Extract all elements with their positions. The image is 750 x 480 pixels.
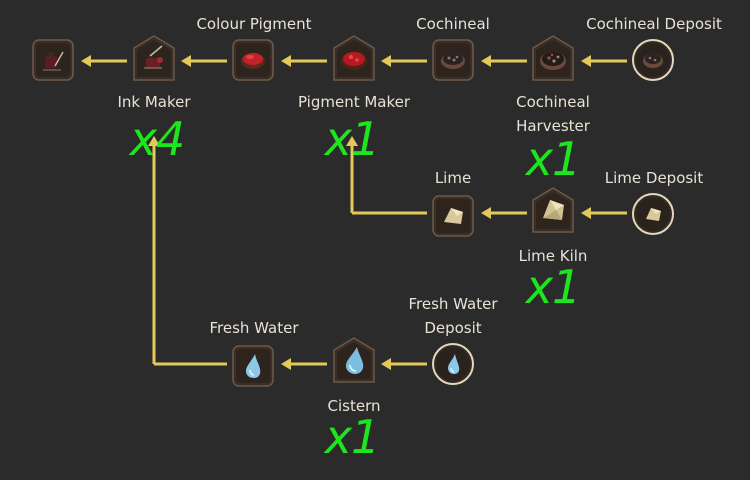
node-cochineal-deposit[interactable] <box>631 36 675 84</box>
pigment-maker-icon <box>333 35 375 81</box>
label-fresh-water: Fresh Water <box>209 319 299 337</box>
multiplier-pigment-maker: x1 <box>324 112 380 166</box>
label-cochineal-deposit: Cochineal Deposit <box>586 15 722 33</box>
label-cochineal-harvester-line1: Cochineal <box>516 93 590 111</box>
cochineal-deposit-icon <box>632 39 674 81</box>
label-pigment-maker: Pigment Maker <box>297 93 411 111</box>
label-lime-deposit: Lime Deposit <box>604 169 704 187</box>
node-pigment-maker[interactable] <box>332 34 376 82</box>
arrow-kiln-to-lime-head <box>481 207 491 219</box>
node-ink[interactable] <box>31 36 75 84</box>
label-cistern: Cistern <box>327 397 381 415</box>
label-lime: Lime <box>434 169 472 187</box>
multiplier-cistern: x1 <box>324 410 380 464</box>
label-fresh-water-deposit: Fresh Water Deposit <box>408 292 497 340</box>
arrow-colour-pigment-to-ink-maker-head <box>181 55 191 67</box>
label-lime-kiln: Lime Kiln <box>518 247 588 265</box>
cistern-icon <box>333 337 375 383</box>
arrow-lime-to-pigment-maker-head <box>346 136 358 146</box>
lime-icon <box>432 195 474 237</box>
node-lime-deposit[interactable] <box>631 190 675 238</box>
node-cochineal-harvester[interactable] <box>531 34 575 82</box>
arrow-water-deposit-to-cistern-head <box>381 358 391 370</box>
node-ink-maker[interactable] <box>132 34 176 82</box>
arrow-fresh-water-to-ink-maker-head <box>148 136 160 146</box>
node-colour-pigment[interactable] <box>231 36 275 84</box>
lime-deposit-icon <box>632 193 674 235</box>
label-colour-pigment: Colour Pigment <box>196 15 312 33</box>
ink-bottle-icon <box>32 39 74 81</box>
node-lime-kiln[interactable] <box>531 186 575 234</box>
label-cochineal-harvester-line2: Harvester <box>516 117 590 135</box>
arrow-cistern-to-fresh-water-head <box>281 358 291 370</box>
node-fresh-water-deposit[interactable] <box>431 340 475 388</box>
label-cochineal: Cochineal <box>416 15 490 33</box>
node-cistern[interactable] <box>332 336 376 384</box>
label-ink-maker: Ink Maker <box>117 93 191 111</box>
label-cochineal-harvester: Cochineal Harvester <box>516 90 590 138</box>
label-fresh-water-deposit-line1: Fresh Water <box>408 295 498 313</box>
node-cochineal[interactable] <box>431 36 475 84</box>
arrow-cochineal-to-pigment-maker-head <box>381 55 391 67</box>
node-fresh-water[interactable] <box>231 342 275 390</box>
red-pigment-bowl-icon <box>232 39 274 81</box>
ink-maker-icon <box>133 35 175 81</box>
arrow-pigment-maker-to-colour-pigment-head <box>281 55 291 67</box>
fresh-water-deposit-icon <box>432 343 474 385</box>
water-drop-icon <box>232 345 274 387</box>
label-fresh-water-deposit-line2: Deposit <box>424 319 482 337</box>
multiplier-ink-maker: x4 <box>129 112 185 166</box>
arrow-cochineal-deposit-to-harvester-head <box>581 55 591 67</box>
multiplier-cochineal-harvester: x1 <box>525 132 581 186</box>
lime-kiln-icon <box>532 187 574 233</box>
arrow-lime-deposit-to-kiln-head <box>581 207 591 219</box>
cochineal-harvester-icon <box>532 35 574 81</box>
arrow-harvester-to-cochineal-head <box>481 55 491 67</box>
node-lime[interactable] <box>431 192 475 240</box>
arrow-ink-maker-to-ink-head <box>81 55 91 67</box>
multiplier-lime-kiln: x1 <box>525 260 581 314</box>
cochineal-bowl-icon <box>432 39 474 81</box>
